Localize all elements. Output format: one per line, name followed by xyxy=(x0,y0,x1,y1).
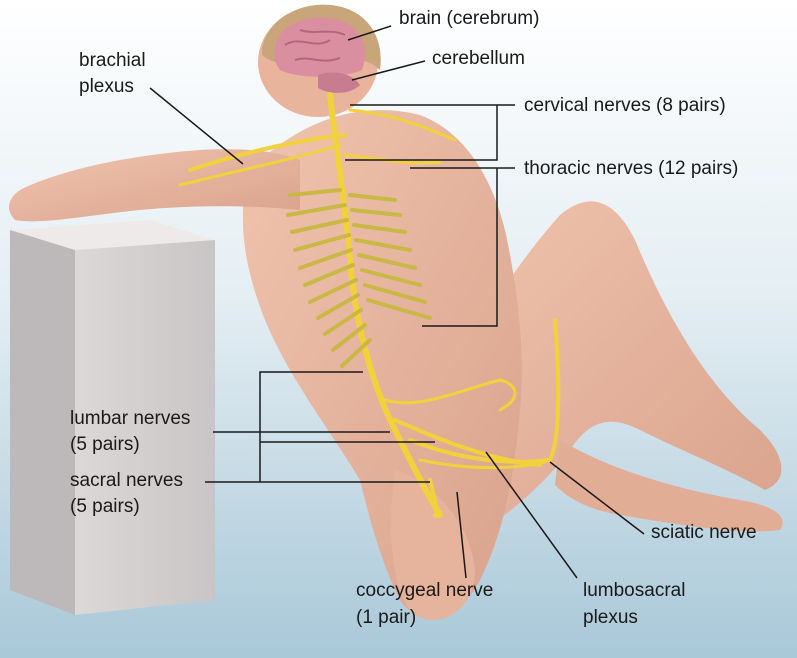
label-coccygeal-line2: (1 pair) xyxy=(356,606,416,630)
label-sacral-line1: sacral nerves xyxy=(70,469,183,493)
label-cerebellum: cerebellum xyxy=(432,47,525,71)
label-thoracic: thoracic nerves (12 pairs) xyxy=(524,157,738,181)
label-cervical: cervical nerves (8 pairs) xyxy=(524,94,726,118)
label-sciatic: sciatic nerve xyxy=(651,521,757,545)
label-lumbar-line1: lumbar nerves xyxy=(70,407,190,431)
label-lumbosacral-line2: plexus xyxy=(583,606,638,630)
label-brain: brain (cerebrum) xyxy=(399,7,539,31)
label-brachial-line1: brachial xyxy=(79,49,146,73)
label-brachial-line2: plexus xyxy=(79,75,134,99)
label-lumbar-line2: (5 pairs) xyxy=(70,433,140,457)
label-coccygeal-line1: coccygeal nerve xyxy=(356,579,493,603)
label-lumbosacral-line1: lumbosacral xyxy=(583,579,685,603)
label-sacral-line2: (5 pairs) xyxy=(70,495,140,519)
